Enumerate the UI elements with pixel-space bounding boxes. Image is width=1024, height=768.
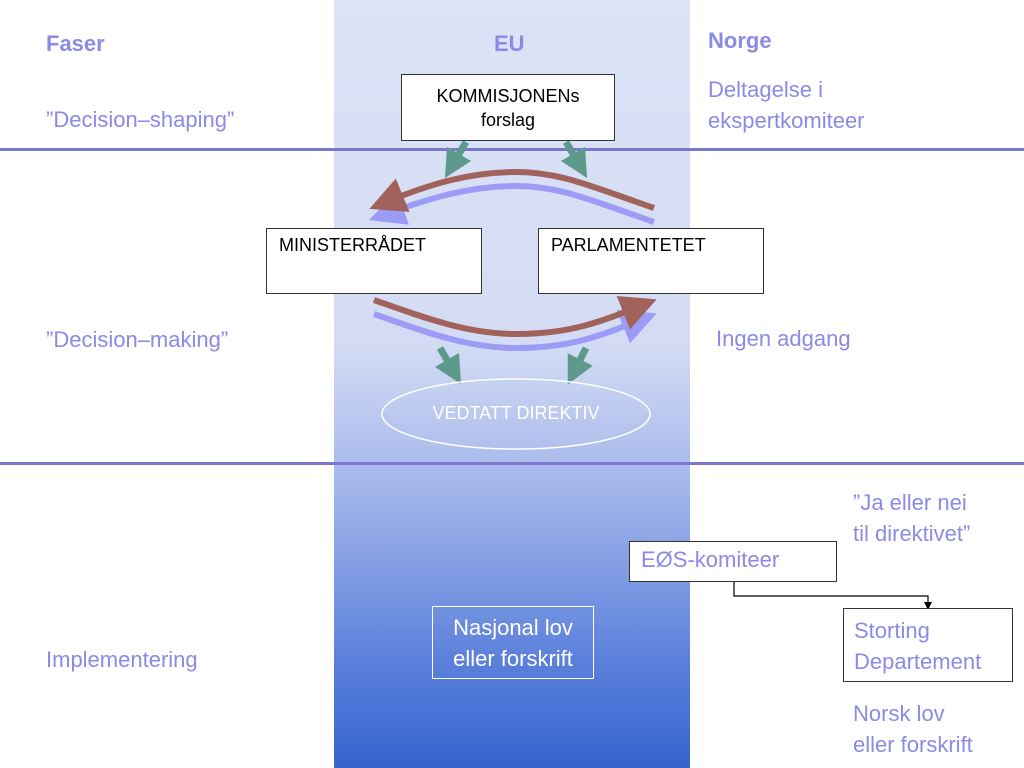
arrow-upper-lavender: [369, 182, 655, 225]
phase-decision-making: ”Decision–making”: [46, 327, 229, 352]
arrow-commission-to-council: [444, 140, 472, 179]
norway-yes-no-question: ”Ja eller nei til direktivet”: [853, 487, 970, 549]
divider-making-implementation: [0, 462, 1024, 465]
connector-eea-to-storting: [733, 582, 932, 610]
divider-shaping-making: [0, 148, 1024, 151]
norway-expert-line1: Deltagelse i: [708, 77, 823, 102]
commission-proposal-box: KOMMISJONENs forslag: [401, 74, 615, 141]
header-eu: EU: [494, 31, 525, 56]
header-phases: Faser: [46, 31, 105, 56]
arrow-to-directive-right: [567, 346, 593, 385]
norway-no-access: Ingen adgang: [716, 326, 851, 351]
national-law-box: Nasjonal lov eller forskrift: [432, 606, 594, 679]
norway-law-line2: eller forskrift: [853, 732, 973, 757]
parliament-label: PARLAMENTETET: [551, 235, 706, 255]
commission-line2: forslag: [480, 109, 535, 130]
arrow-upper-brown: [369, 168, 655, 212]
eea-committee-label: EØS-komiteer: [641, 547, 780, 572]
phase-decision-shaping: ”Decision–shaping”: [46, 107, 235, 132]
norway-expert-line2: ekspertkomiteer: [708, 108, 865, 133]
eea-committee-box: EØS-komiteer: [629, 541, 837, 582]
storting-line2: Departement: [854, 649, 982, 674]
arrow-lower-brown: [372, 295, 657, 338]
parliament-box: PARLAMENTETET: [538, 228, 764, 294]
adopted-directive-label: VEDTATT DIREKTIV: [432, 403, 600, 423]
arrow-lower-lavender: [372, 309, 657, 352]
norway-law-line1: Norsk lov: [853, 701, 945, 726]
commission-line1: KOMMISJONENs: [436, 85, 580, 106]
storting-line1: Storting: [854, 618, 930, 643]
norway-question-line2: til direktivet”: [853, 521, 971, 546]
phase-implementation: Implementering: [46, 647, 198, 672]
norway-norwegian-law: Norsk lov eller forskrift: [853, 698, 973, 760]
arrow-to-directive-left: [434, 346, 462, 385]
storting-department-box: Storting Departement: [843, 608, 1013, 682]
header-norway: Norge: [708, 28, 772, 53]
norway-question-line1: ”Ja eller nei: [853, 490, 967, 515]
council-box: MINISTERRÅDET: [266, 228, 482, 294]
directive-ellipse: [381, 378, 651, 450]
national-law-line2: eller forskrift: [453, 645, 573, 671]
norway-expert-committees: Deltagelse i ekspertkomiteer: [708, 74, 865, 136]
council-label: MINISTERRÅDET: [279, 235, 427, 255]
arrow-commission-to-parliament: [560, 140, 588, 179]
national-law-line1: Nasjonal lov: [453, 614, 573, 640]
